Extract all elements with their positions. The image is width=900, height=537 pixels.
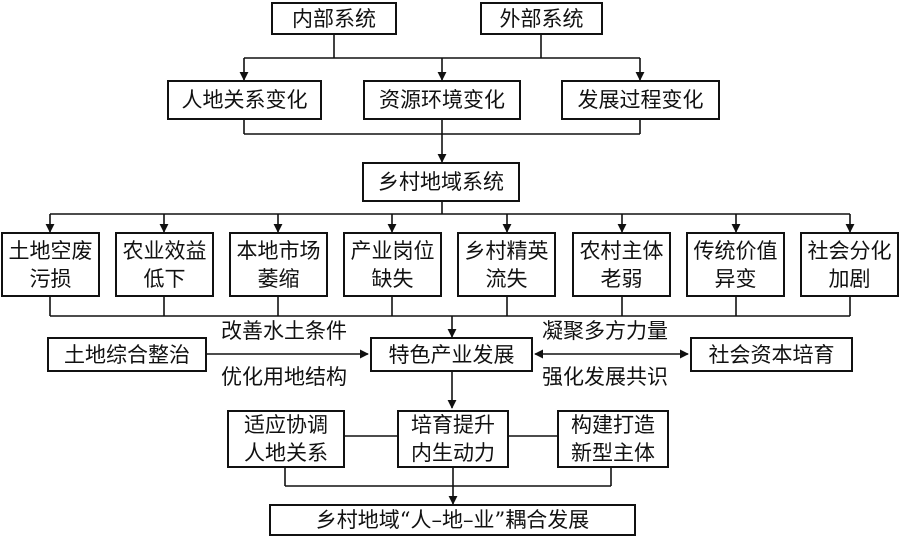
problem-8-line2: 加剧 xyxy=(828,266,871,291)
problem-box-7: 传统价值异变 xyxy=(686,232,785,297)
label-strengthen-consensus: 强化发展共识 xyxy=(540,365,670,389)
outcome-1-line2: 人地关系 xyxy=(244,441,328,465)
social-capital-box: 社会资本培育 xyxy=(690,337,853,372)
development-process-change-box: 发展过程变化 xyxy=(561,80,720,120)
problem-5-line1: 乡村精英 xyxy=(464,238,549,263)
internal-system-box: 内部系统 xyxy=(271,2,397,35)
problem-5-line2: 流失 xyxy=(485,266,528,291)
problem-6-line1: 农村主体 xyxy=(579,238,664,263)
problem-box-3: 本地市场萎缩 xyxy=(229,232,328,297)
problem-box-5: 乡村精英流失 xyxy=(457,232,556,297)
problem-box-1: 土地空废污损 xyxy=(1,232,100,297)
problem-7-line2: 异变 xyxy=(714,266,757,291)
characteristic-industry-box: 特色产业发展 xyxy=(370,337,533,372)
coupled-development-goal-box: 乡村地域“人–地–业”耦合发展 xyxy=(269,504,636,536)
outcome-box-3: 构建打造新型主体 xyxy=(557,410,669,468)
human-land-change-box: 人地关系变化 xyxy=(167,80,322,120)
problem-1-line2: 污损 xyxy=(29,266,72,291)
outcome-3-line1: 构建打造 xyxy=(571,413,655,437)
label-optimize-land-structure: 优化用地结构 xyxy=(219,365,349,389)
outcome-box-1: 适应协调人地关系 xyxy=(227,410,345,468)
land-consolidation-box: 土地综合整治 xyxy=(47,337,207,372)
outcome-2-line2: 内生动力 xyxy=(411,441,495,465)
outcome-2-line1: 培育提升 xyxy=(411,413,495,437)
label-gather-forces: 凝聚多方力量 xyxy=(540,319,670,343)
problem-box-4: 产业岗位缺失 xyxy=(343,232,442,297)
outcome-1-line1: 适应协调 xyxy=(244,413,328,437)
problem-3-line2: 萎缩 xyxy=(257,266,300,291)
problem-3-line1: 本地市场 xyxy=(236,238,321,263)
problem-1-line1: 土地空废 xyxy=(8,238,93,263)
rural-regional-system-box: 乡村地域系统 xyxy=(362,162,520,202)
problem-7-line1: 传统价值 xyxy=(693,238,778,263)
problem-8-line1: 社会分化 xyxy=(807,238,892,263)
problem-box-6: 农村主体老弱 xyxy=(572,232,671,297)
problem-2-line1: 农业效益 xyxy=(122,238,207,263)
problem-box-2: 农业效益低下 xyxy=(115,232,214,297)
problem-2-line2: 低下 xyxy=(143,266,186,291)
label-improve-water-soil: 改善水土条件 xyxy=(219,319,349,343)
problem-6-line2: 老弱 xyxy=(600,266,643,291)
problem-box-8: 社会分化加剧 xyxy=(800,232,899,297)
problem-4-line1: 产业岗位 xyxy=(350,238,435,263)
resource-environment-change-box: 资源环境变化 xyxy=(363,80,521,120)
outcome-box-2: 培育提升内生动力 xyxy=(397,410,509,468)
external-system-box: 外部系统 xyxy=(480,2,603,35)
problem-4-line2: 缺失 xyxy=(371,266,414,291)
outcome-3-line2: 新型主体 xyxy=(571,441,655,465)
